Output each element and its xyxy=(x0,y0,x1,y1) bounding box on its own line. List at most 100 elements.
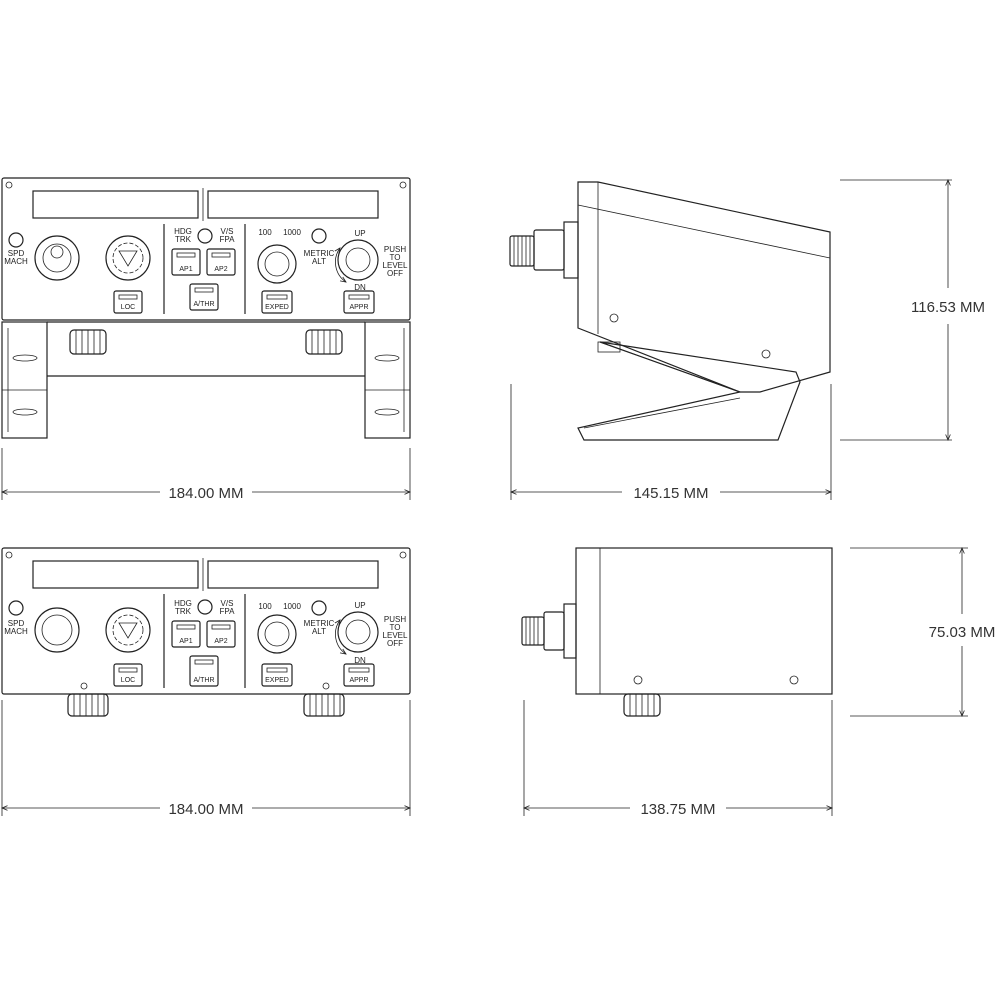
altitude-knob[interactable] xyxy=(257,244,297,284)
side-view-angled: 116.53 MM 145.15 MM xyxy=(509,180,985,502)
level-label-flat: LEVEL xyxy=(383,631,408,640)
foot-knob-left-flat[interactable] xyxy=(67,693,109,717)
to-label-flat: TO xyxy=(390,623,401,632)
appr-label-flat: APPR xyxy=(349,677,368,684)
stand-leg-right xyxy=(364,321,411,439)
loc-button[interactable] xyxy=(113,290,143,314)
heading-knob[interactable] xyxy=(105,235,151,281)
spd-mach-label-1: SPD xyxy=(8,249,25,258)
alt-100-label-flat: 100 xyxy=(258,602,272,611)
side-flat-height-dimension: 75.03 MM xyxy=(929,624,996,641)
alt-1000-label-flat: 1000 xyxy=(283,602,301,611)
trk-label: TRK xyxy=(175,235,192,244)
ap2-label-flat: AP2 xyxy=(214,638,227,645)
side-connector-flat xyxy=(521,603,577,659)
hdg-label-flat: HDG xyxy=(174,599,192,608)
ap2-button-flat[interactable] xyxy=(206,620,236,648)
spd-mach-button-flat[interactable] xyxy=(8,600,24,616)
off-label: OFF xyxy=(387,269,403,278)
dn-label: DN xyxy=(354,283,366,292)
athr-label-flat: A/THR xyxy=(194,677,215,684)
metric-label: METRIC xyxy=(304,249,335,258)
ap1-label-flat: AP1 xyxy=(179,638,192,645)
vs-label-flat: V/S xyxy=(221,599,234,608)
ap1-label: AP1 xyxy=(179,266,192,273)
ap2-button[interactable] xyxy=(206,248,236,276)
speed-knob-flat[interactable] xyxy=(34,607,80,653)
side-body xyxy=(577,181,831,393)
alt-1000-label: 1000 xyxy=(283,228,301,237)
ap2-label: AP2 xyxy=(214,266,227,273)
off-label-flat: OFF xyxy=(387,639,403,648)
trk-label-flat: TRK xyxy=(175,607,192,616)
vs-label: V/S xyxy=(221,227,234,236)
hdg-vs-toggle-button[interactable] xyxy=(197,228,213,244)
side-flat-width-dimension: 138.75 MM xyxy=(640,801,715,818)
level-label: LEVEL xyxy=(383,261,408,270)
speed-display-window-flat xyxy=(32,560,199,589)
spd-mach-label-2-flat: MACH xyxy=(4,627,28,636)
side-stand xyxy=(577,341,801,441)
metric-label-flat: METRIC xyxy=(304,619,335,628)
spd-mach-label-1-flat: SPD xyxy=(8,619,25,628)
fpa-label: FPA xyxy=(220,235,236,244)
appr-label: APPR xyxy=(349,304,368,311)
front-panel-flat xyxy=(1,547,411,695)
spd-mach-label-2: MACH xyxy=(4,257,28,266)
alt-100-label: 100 xyxy=(258,228,272,237)
screw-icon xyxy=(5,181,13,189)
appr-button[interactable] xyxy=(343,290,375,314)
screw-icon xyxy=(399,181,407,189)
to-label: TO xyxy=(390,253,401,262)
up-label-flat: UP xyxy=(354,601,365,610)
fpa-label-flat: FPA xyxy=(220,607,236,616)
front-view-flat: SPD MACH LOC HDG TRK V/S FPA AP1 AP2 A/T… xyxy=(1,547,411,818)
exped-label-flat: EXPED xyxy=(265,677,289,684)
side-angled-width-dimension: 145.15 MM xyxy=(633,485,708,502)
altitude-knob-flat[interactable] xyxy=(257,614,297,654)
ap1-button-flat[interactable] xyxy=(171,620,201,648)
side-connector xyxy=(509,221,579,279)
speed-knob[interactable] xyxy=(34,235,80,281)
exped-button-flat[interactable] xyxy=(261,663,293,687)
heading-knob-flat[interactable] xyxy=(105,607,151,653)
athr-button[interactable] xyxy=(189,283,219,311)
up-label: UP xyxy=(354,229,365,238)
exped-label: EXPED xyxy=(265,304,289,311)
heading-pointer-icon xyxy=(118,250,138,267)
side-foot-knob[interactable] xyxy=(597,341,621,353)
athr-label: A/THR xyxy=(194,301,215,308)
metric-alt-button-flat[interactable] xyxy=(311,600,327,616)
loc-label: LOC xyxy=(121,304,135,311)
alt-label-flat: ALT xyxy=(312,627,326,636)
hdg-label: HDG xyxy=(174,227,192,236)
vertical-speed-knob-flat[interactable] xyxy=(337,611,379,653)
hdg-vs-toggle-button-flat[interactable] xyxy=(197,599,213,615)
front-angled-width-dimension: 184.00 MM xyxy=(168,485,243,502)
spd-mach-button[interactable] xyxy=(8,232,24,248)
stand-leg-left xyxy=(1,321,48,439)
altitude-display-window xyxy=(207,190,379,219)
side-body-flat xyxy=(575,547,833,695)
speed-display-window xyxy=(32,190,199,219)
side-view-flat: 75.03 MM 138.75 MM xyxy=(521,547,996,818)
front-view-angled: SPD MACH LOC HDG TRK V/S FPA AP1 AP2 A/T… xyxy=(1,177,411,502)
vertical-speed-knob[interactable] xyxy=(337,239,379,281)
metric-alt-button[interactable] xyxy=(311,228,327,244)
loc-button-flat[interactable] xyxy=(113,663,143,687)
heading-pointer-icon-flat xyxy=(118,622,138,639)
front-flat-width-dimension: 184.00 MM xyxy=(168,801,243,818)
push-label-flat: PUSH xyxy=(384,615,406,624)
foot-knob-right-flat[interactable] xyxy=(303,693,345,717)
appr-button-flat[interactable] xyxy=(343,663,375,687)
push-label: PUSH xyxy=(384,245,406,254)
side-angled-height-dimension: 116.53 MM xyxy=(911,299,985,316)
athr-button-flat[interactable] xyxy=(189,655,219,687)
dn-label-flat: DN xyxy=(354,656,366,665)
stand xyxy=(1,321,411,439)
alt-label: ALT xyxy=(312,257,326,266)
ap1-button[interactable] xyxy=(171,248,201,276)
front-panel xyxy=(1,177,411,321)
exped-button[interactable] xyxy=(261,290,293,314)
